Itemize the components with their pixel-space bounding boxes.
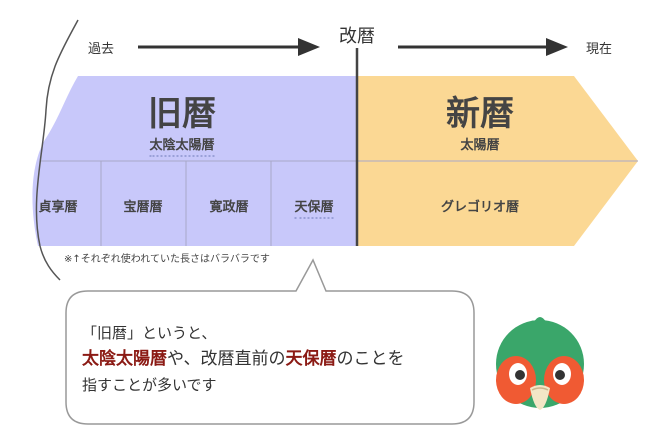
past-label: 過去: [88, 42, 115, 57]
present-arrow-head: [546, 38, 568, 56]
past-wavy-edge: [35, 19, 79, 281]
old-calendar-subtitle: 太陰太陽暦: [149, 138, 215, 157]
speech-mid: や、改暦直前の: [167, 349, 286, 369]
era-tenpo: 天保暦: [294, 200, 334, 219]
parrot-mascot-icon: [496, 317, 584, 410]
era-kansei: 寛政暦: [209, 200, 249, 215]
era-horeki: 宝暦暦: [123, 200, 163, 215]
speech-line-1: 「旧暦」というと、: [82, 324, 217, 342]
duration-note: ※↑それぞれ使われていた長さはバラバラです: [64, 254, 270, 265]
speech-line-3: 指すことが多いです: [82, 376, 217, 394]
highlight-lunisolar: 太陰太陽暦: [82, 349, 167, 369]
speech-line-2: 太陰太陽暦や、改暦直前の天保暦のことを: [82, 346, 405, 372]
past-arrow-head: [298, 38, 320, 56]
era-jokyo: 貞享暦: [38, 200, 78, 215]
speech-tail: のことを: [336, 349, 405, 369]
speech-text: 「旧暦」というと、 太陰太陽暦や、改暦直前の天保暦のことを 指すことが多いです: [82, 320, 405, 398]
new-calendar-subtitle: 太陽暦: [460, 138, 500, 153]
highlight-tenpo: 天保暦: [285, 349, 337, 369]
era-gregorian: グレゴリオ暦: [440, 200, 520, 215]
old-calendar-title: 旧暦: [148, 94, 216, 134]
new-calendar-title: 新暦: [446, 94, 514, 134]
speech-bubble: [65, 258, 475, 425]
present-label: 現在: [586, 42, 613, 57]
reform-label: 改暦: [339, 26, 375, 47]
